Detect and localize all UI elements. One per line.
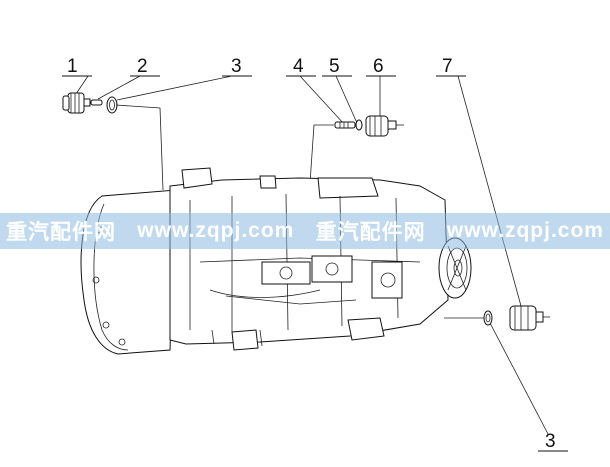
leader-4 <box>299 75 345 125</box>
callout-4: 4 <box>293 56 304 77</box>
watermark-text-right: www.zqpj.com <box>446 219 604 242</box>
leader-3-top <box>116 75 233 101</box>
callout-3-bottom: 3 <box>545 431 556 452</box>
callout-6: 6 <box>373 56 384 77</box>
part-5-o-ring <box>355 119 363 131</box>
part-7-switch <box>509 305 550 331</box>
leader-3-bottom <box>489 322 549 435</box>
leader-2 <box>97 75 141 100</box>
callout-5: 5 <box>329 56 340 77</box>
callout-7: 7 <box>442 56 453 77</box>
part-2-pin <box>90 99 103 106</box>
part-4-pin <box>334 121 356 129</box>
assembly-line-middle <box>309 124 334 184</box>
leader-7 <box>457 75 522 307</box>
part-3-seal-ring-top <box>106 96 118 114</box>
watermark-text-left: 重汽配件网 <box>6 221 116 244</box>
watermark-text-mid2: 重汽配件网 <box>315 221 426 244</box>
part-1-switch <box>62 92 91 114</box>
leader-5 <box>335 75 358 124</box>
callout-1: 1 <box>67 56 78 77</box>
part-3-seal-ring-bottom <box>483 310 493 326</box>
transmission-housing <box>80 167 472 355</box>
watermark-text-mid1: www.zqpj.com <box>137 219 295 242</box>
callout-3-top: 3 <box>231 56 242 77</box>
watermark-band: 重汽配件网 www.zqpj.com 重汽配件网 www.zqpj.com <box>0 213 610 249</box>
callout-2: 2 <box>137 56 148 77</box>
assembly-line-left <box>115 104 164 191</box>
part-6-switch <box>365 115 404 137</box>
